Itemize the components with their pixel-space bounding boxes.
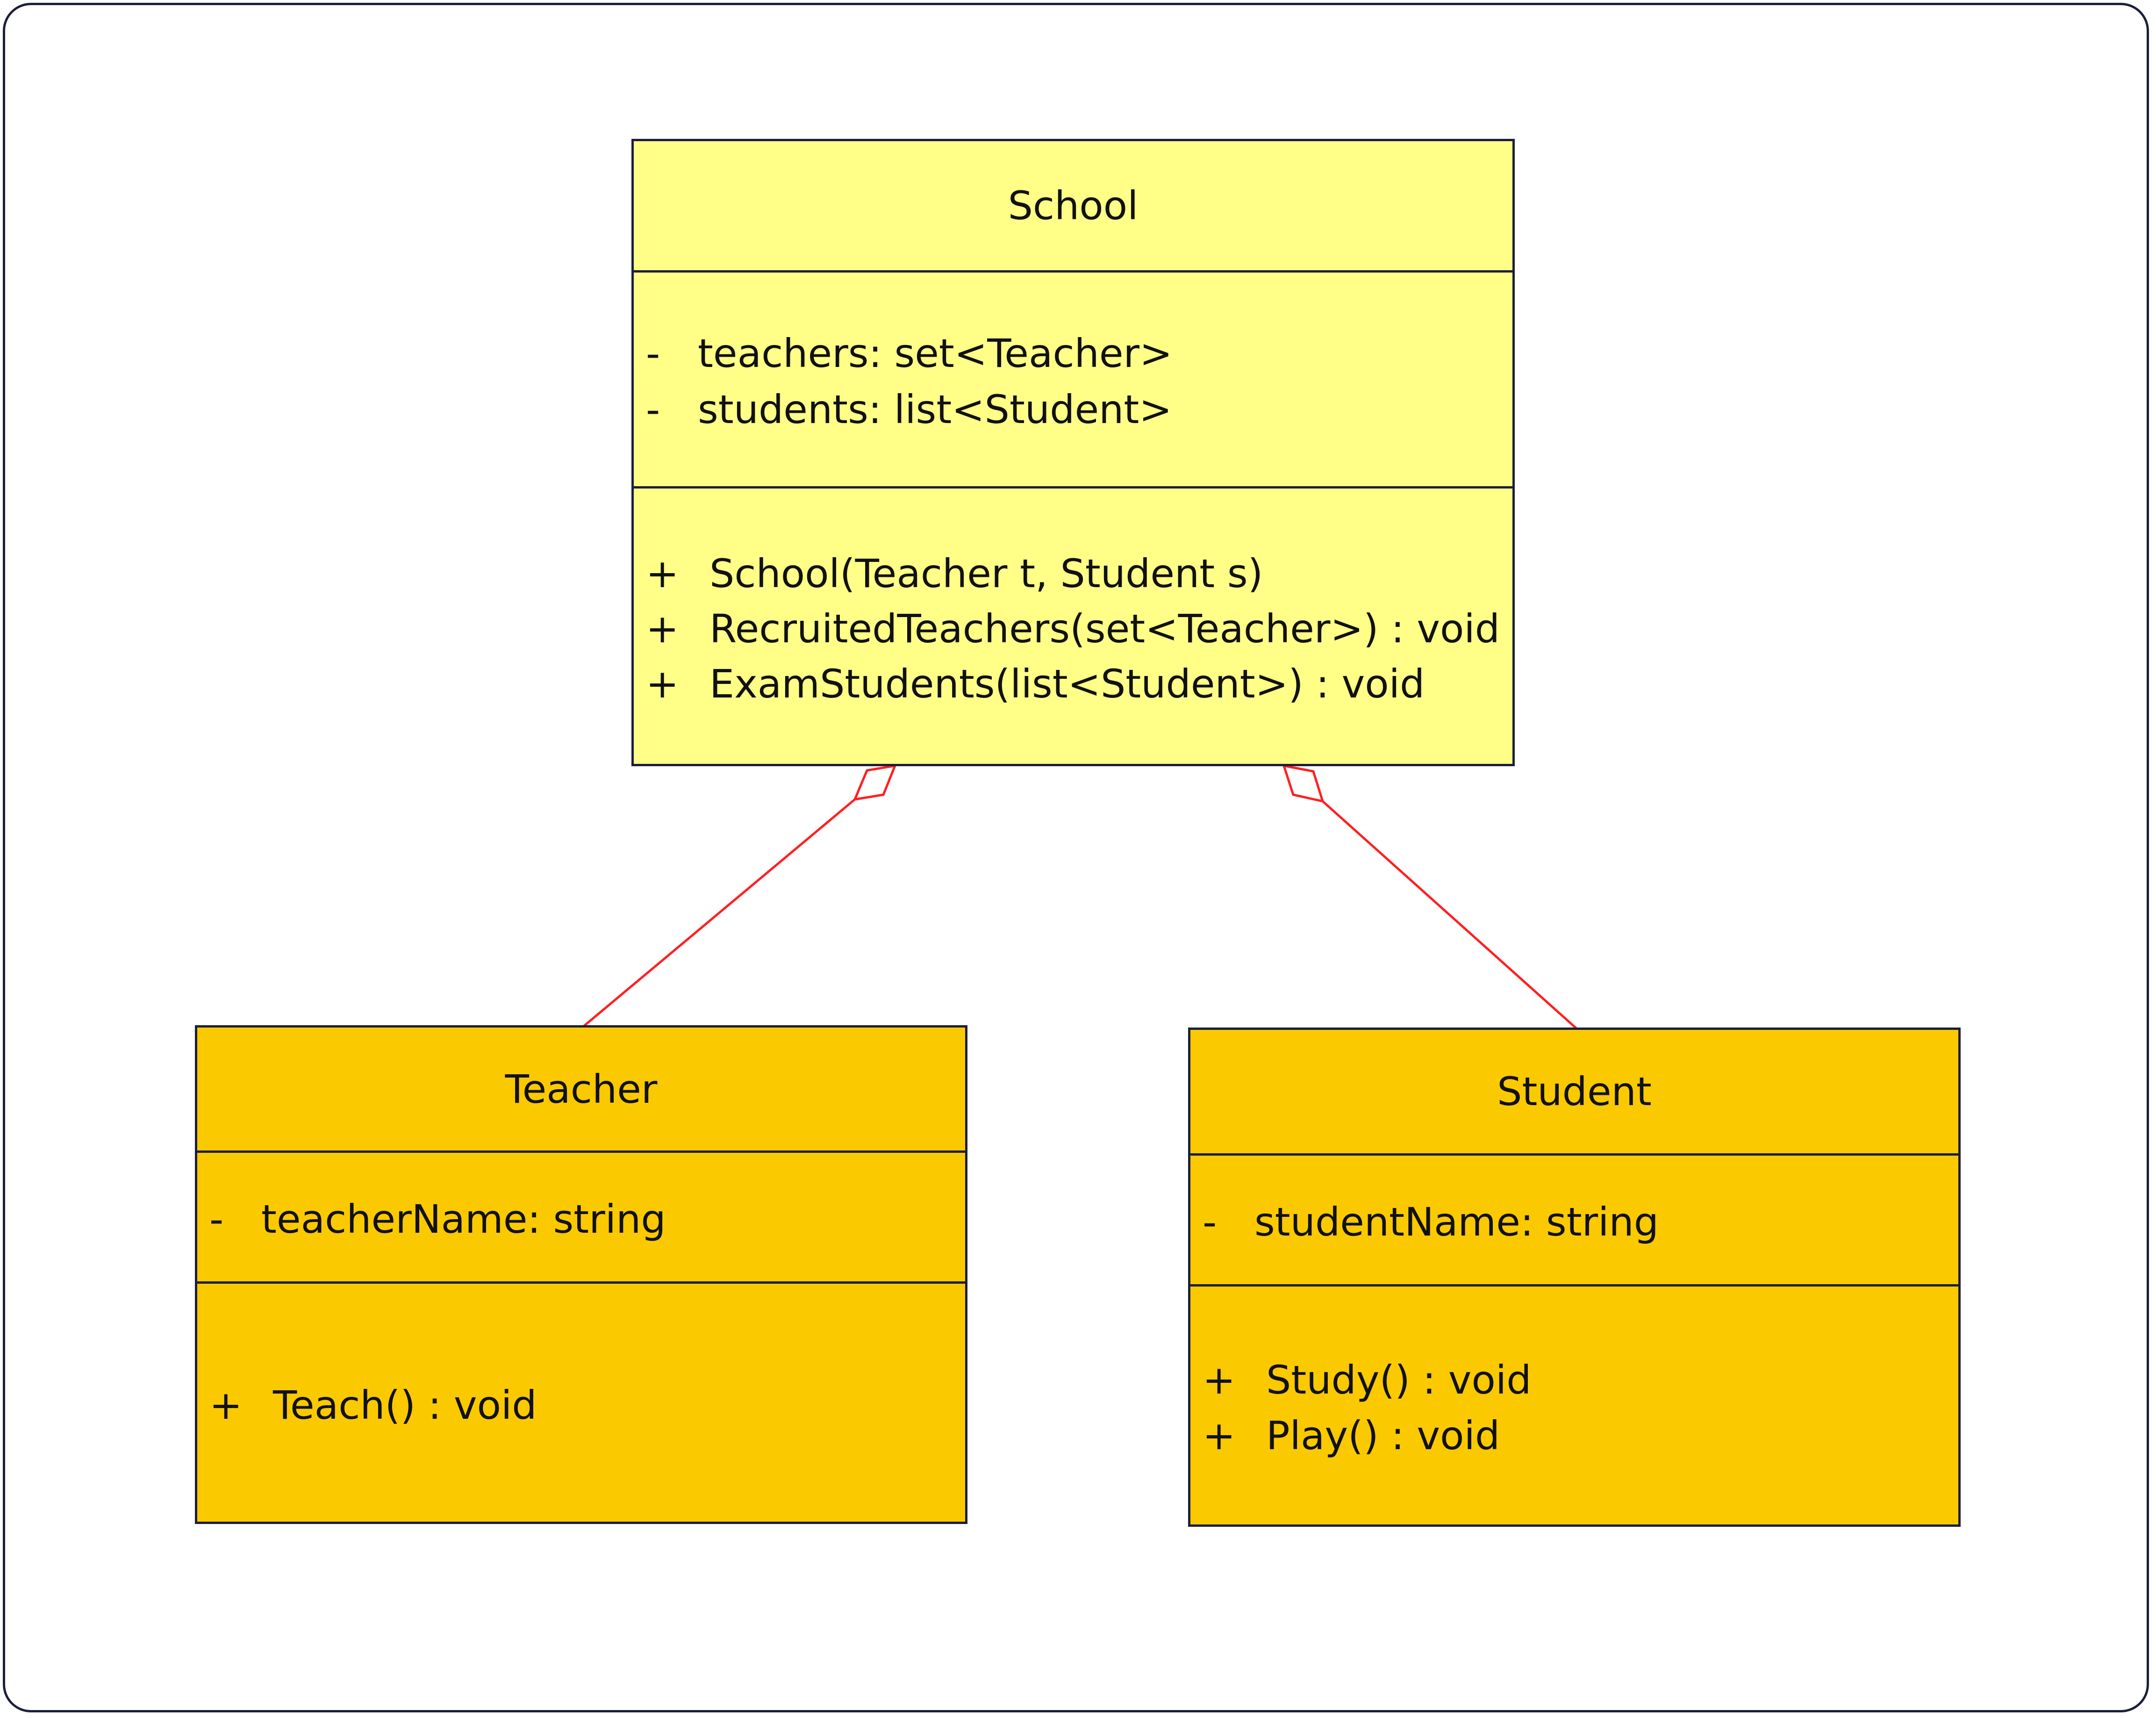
attributes-compartment: - studentName: string [1190, 1153, 1958, 1284]
attributes-compartment: - teacherName: string [197, 1150, 965, 1281]
visibility-marker: + [1203, 1413, 1236, 1459]
method-text: ExamStudents(list<Student>) : void [709, 661, 1425, 707]
class-title: Teacher [505, 1066, 658, 1112]
aggregation-diamond-student-icon [1282, 764, 1325, 803]
visibility-marker: - [209, 1196, 224, 1242]
method-text: Study() : void [1266, 1357, 1532, 1403]
class-school[interactable]: School - teachers: set<Teacher> - studen… [631, 139, 1515, 766]
class-name-school: School [634, 141, 1512, 270]
method-text: Teach() : void [273, 1382, 537, 1428]
methods-compartment: + Teach() : void [197, 1281, 965, 1522]
visibility-marker: - [646, 331, 660, 376]
class-teacher[interactable]: Teacher - teacherName: string + Teach() … [195, 1025, 967, 1524]
attribute-text: studentName: string [1254, 1199, 1659, 1245]
visibility-marker: + [209, 1382, 243, 1428]
class-title: Student [1497, 1069, 1652, 1114]
visibility-marker: - [646, 387, 660, 432]
class-name-teacher: Teacher [197, 1028, 965, 1150]
class-student[interactable]: Student - studentName: string + Study() … [1188, 1028, 1961, 1527]
visibility-marker: + [646, 551, 679, 597]
method-text: Play() : void [1266, 1413, 1500, 1459]
aggregation-line-student [1322, 800, 1577, 1029]
visibility-marker: + [646, 661, 679, 707]
aggregation-diamond-teacher-icon [852, 764, 897, 801]
attribute-text: students: list<Student> [698, 387, 1172, 432]
attributes-compartment: - teachers: set<Teacher> - students: lis… [634, 270, 1512, 486]
aggregation-line-teacher [583, 798, 856, 1027]
visibility-marker: + [646, 606, 679, 652]
class-title: School [1008, 183, 1139, 229]
attribute-text: teachers: set<Teacher> [698, 331, 1173, 376]
methods-compartment: + Study() : void + Play() : void [1190, 1284, 1958, 1524]
method-text: School(Teacher t, Student s) [709, 551, 1263, 597]
class-name-student: Student [1190, 1030, 1958, 1153]
method-text: RecruitedTeachers(set<Teacher>) : void [709, 606, 1500, 652]
attribute-text: teacherName: string [261, 1196, 666, 1242]
visibility-marker: + [1203, 1357, 1236, 1403]
methods-compartment: + School(Teacher t, Student s) + Recruit… [634, 486, 1512, 764]
visibility-marker: - [1203, 1199, 1217, 1245]
